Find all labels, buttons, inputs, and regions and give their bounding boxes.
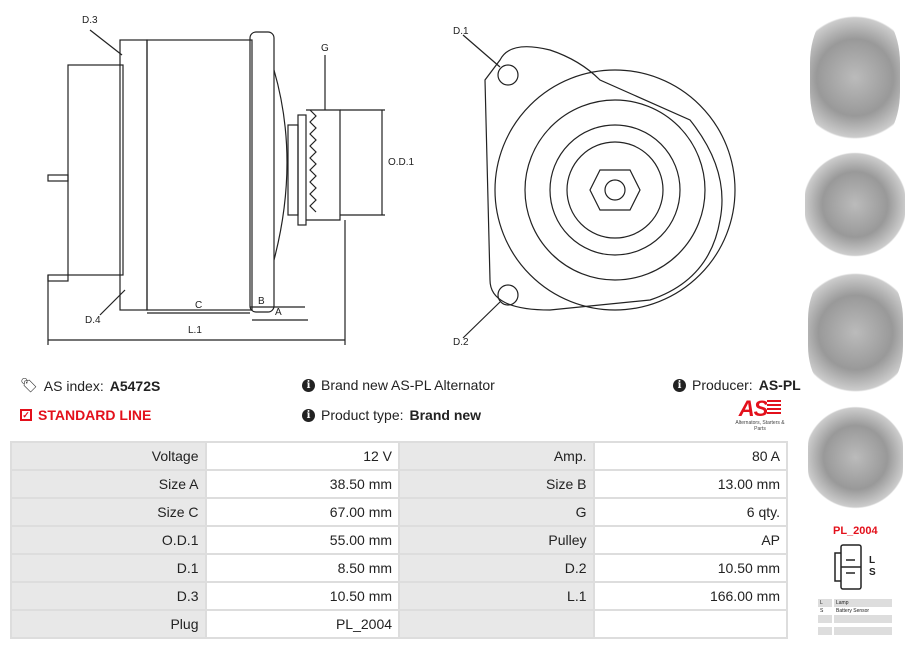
plug-legend-row bbox=[818, 615, 892, 623]
plug-name: PL_2004 bbox=[833, 525, 878, 537]
checkbox-icon: ✓ bbox=[20, 409, 32, 421]
spec-value: 12 V bbox=[204, 441, 401, 471]
spec-label bbox=[398, 609, 595, 639]
plug-diagram bbox=[834, 544, 862, 590]
spec-value: AP bbox=[592, 525, 788, 555]
spec-value: 8.50 mm bbox=[204, 553, 401, 583]
spec-label: D.1 bbox=[10, 553, 207, 583]
spec-label: G bbox=[398, 497, 595, 527]
spec-label: Size B bbox=[398, 469, 595, 499]
label-g: G bbox=[321, 43, 329, 54]
info-icon: i bbox=[302, 408, 315, 422]
info-icon: i bbox=[302, 378, 315, 392]
spec-label: Size A bbox=[10, 469, 207, 499]
spec-label: O.D.1 bbox=[10, 525, 207, 555]
label-c: C bbox=[195, 300, 203, 311]
product-photo-angle[interactable] bbox=[808, 405, 903, 510]
product-photo-back[interactable] bbox=[808, 265, 903, 400]
spec-label: D.2 bbox=[398, 553, 595, 583]
spec-label: Pulley bbox=[398, 525, 595, 555]
spec-label: Amp. bbox=[398, 441, 595, 471]
label-d1: D.1 bbox=[453, 26, 469, 37]
label-a: A bbox=[275, 307, 282, 318]
spec-value: 6 qty. bbox=[592, 497, 788, 527]
spec-value: 55.00 mm bbox=[204, 525, 401, 555]
spec-label: D.3 bbox=[10, 581, 207, 611]
label-od1: O.D.1 bbox=[388, 157, 415, 168]
label-d2: D.2 bbox=[453, 337, 469, 348]
spec-value: 38.50 mm bbox=[204, 469, 401, 499]
standard-line: ✓ STANDARD LINE bbox=[20, 407, 151, 423]
as-pl-logo: AS Alternators, Starters & Parts bbox=[735, 396, 785, 433]
plug-pin-s: S bbox=[869, 567, 876, 578]
spec-value: 13.00 mm bbox=[592, 469, 788, 499]
label-b: B bbox=[258, 296, 265, 307]
spec-value bbox=[592, 609, 788, 639]
plug-legend-row bbox=[818, 627, 892, 635]
tags-icon: 🏷 bbox=[20, 377, 38, 393]
plug-pin-l: L bbox=[869, 555, 876, 566]
product-photo-side[interactable] bbox=[805, 152, 905, 257]
spec-value: 67.00 mm bbox=[204, 497, 401, 527]
spec-value: 10.50 mm bbox=[592, 553, 788, 583]
spec-value: 166.00 mm bbox=[592, 581, 788, 611]
as-index: 🏷 AS index:A5472S bbox=[20, 377, 161, 394]
spec-value: 80 A bbox=[592, 441, 788, 471]
label-d4: D.4 bbox=[85, 315, 101, 326]
label-l1: L.1 bbox=[188, 325, 202, 336]
spec-value: 10.50 mm bbox=[204, 581, 401, 611]
spec-label: Size C bbox=[10, 497, 207, 527]
side-view-drawing bbox=[47, 29, 385, 345]
product-photo-front[interactable] bbox=[810, 5, 900, 150]
spec-label: Plug bbox=[10, 609, 207, 639]
info-icon: i bbox=[673, 378, 686, 392]
label-d3: D.3 bbox=[82, 15, 98, 26]
spec-label: Voltage bbox=[10, 441, 207, 471]
spec-label: L.1 bbox=[398, 581, 595, 611]
front-view-drawing bbox=[462, 34, 736, 339]
spec-value: PL_2004 bbox=[204, 609, 401, 639]
